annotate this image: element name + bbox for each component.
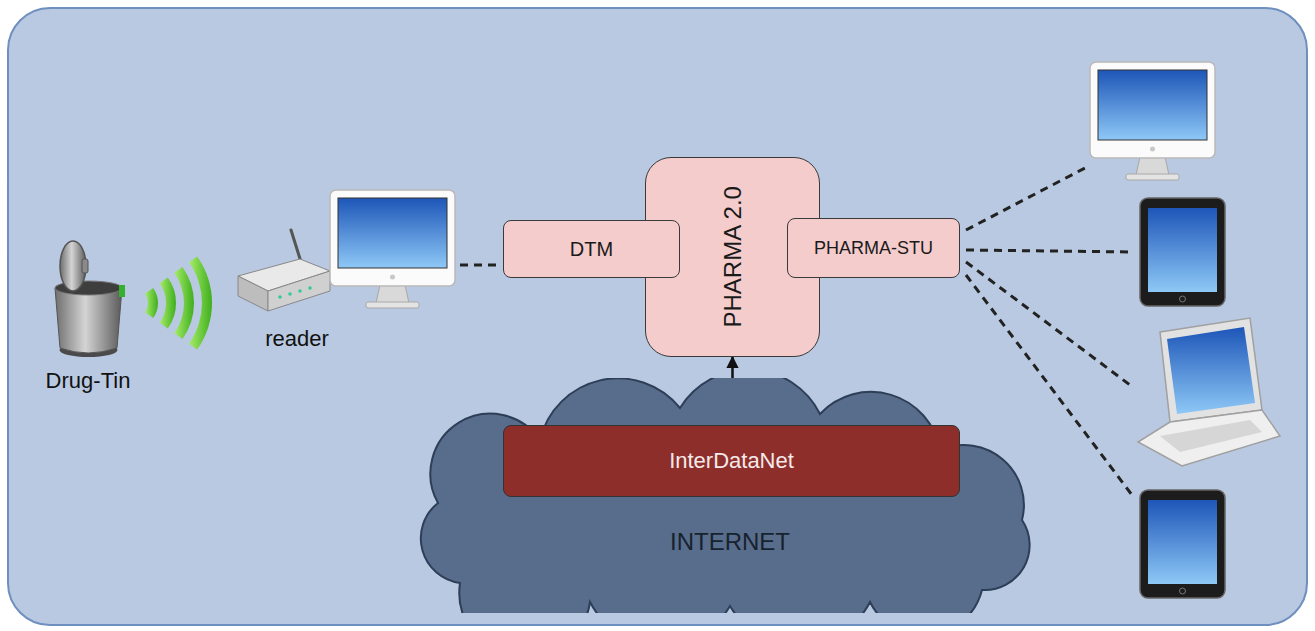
node-label: PHARMA 2.0 — [719, 186, 747, 327]
drug-tin-icon — [55, 241, 125, 357]
tablet-icon — [1140, 198, 1225, 306]
computer-icon — [330, 190, 455, 308]
dashed-links — [966, 168, 1134, 495]
tablet-icon — [1140, 490, 1225, 598]
module-box: DTM — [503, 220, 680, 278]
signal-arc — [174, 267, 194, 339]
wireless-signal — [145, 257, 212, 350]
platform-bar: InterDataNet — [503, 425, 960, 497]
node-label: InterDataNet — [669, 448, 794, 473]
reader-icon — [238, 230, 330, 311]
computer-icon — [1090, 62, 1215, 180]
laptop-icon — [1138, 318, 1280, 466]
dashed-link — [460, 264, 502, 267]
node-label: PHARMA-STU — [814, 238, 933, 259]
signal-arc — [160, 277, 176, 328]
signal-arc — [189, 257, 212, 350]
signal-arc — [145, 288, 158, 318]
node-label: INTERNET — [670, 528, 790, 556]
internet-cloud: INTERNET InterDataNet — [400, 378, 1060, 613]
module-box: PHARMA-STU — [787, 218, 960, 278]
icon-caption: Drug-Tin — [46, 368, 131, 394]
icon-caption: reader — [265, 326, 329, 352]
node-label: DTM — [570, 238, 613, 261]
